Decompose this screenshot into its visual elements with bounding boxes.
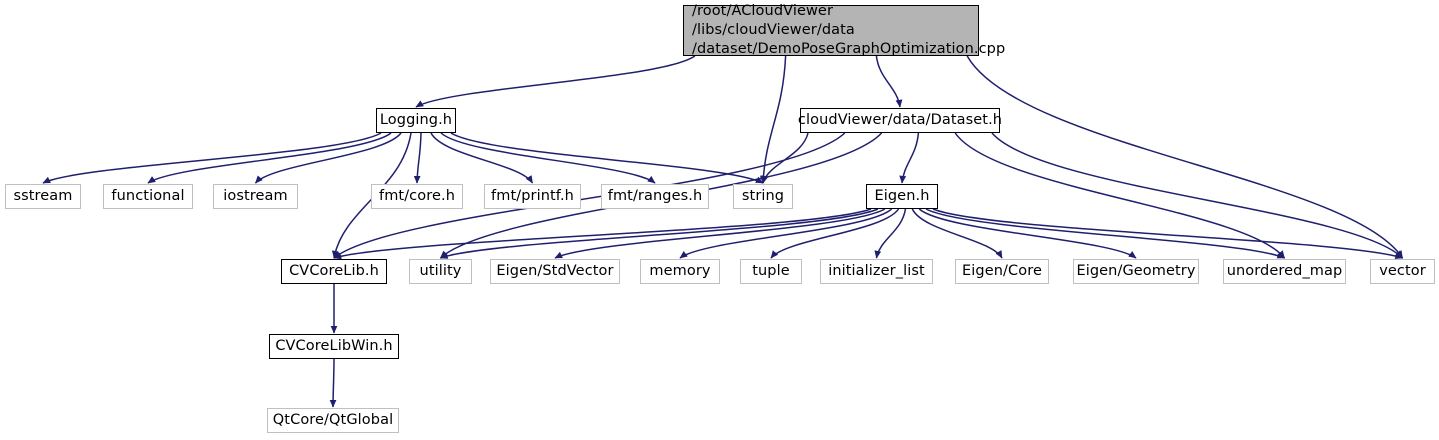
graph-edge-eigenh-to-utility — [439, 208, 879, 259]
graph-node-unorderedmap[interactable]: unordered_map — [1223, 259, 1346, 284]
graph-edge-eigenh-to-memory — [679, 208, 893, 259]
graph-edge-eigenh-to-vector — [932, 208, 1404, 259]
graph-node-iostream[interactable]: iostream — [213, 184, 298, 209]
graph-node-vector[interactable]: vector — [1370, 259, 1435, 284]
graph-node-cvcorelib[interactable]: CVCoreLib.h — [281, 259, 387, 284]
graph-edge-logging-to-fmtranges — [440, 132, 656, 184]
graph-edge-eigenh-to-unorderedmap — [925, 208, 1286, 259]
graph-node-qtglobal[interactable]: QtCore/QtGlobal — [267, 408, 399, 433]
graph-edge-dataset-to-vector — [991, 132, 1404, 259]
graph-node-root[interactable]: /root/ACloudViewer /libs/cloudViewer/dat… — [683, 3, 1005, 57]
graph-edge-eigenh-to-eigenstdvector — [554, 208, 886, 259]
graph-node-sstream[interactable]: sstream — [5, 184, 81, 209]
graph-node-tuple[interactable]: tuple — [740, 259, 802, 284]
graph-node-cvcorelibwin[interactable]: CVCoreLibWin.h — [269, 334, 399, 359]
graph-edge-logging-to-fmtcore — [413, 132, 422, 184]
graph-edge-logging-to-string — [450, 132, 764, 184]
graph-edge-eigenh-to-eigengeometry — [918, 208, 1137, 259]
graph-edge-logging-to-functional — [147, 132, 392, 184]
graph-node-initializerlist[interactable]: initializer_list — [820, 259, 933, 284]
graph-edge-logging-to-sstream — [42, 132, 382, 184]
graph-node-memory[interactable]: memory — [640, 259, 720, 284]
graph-edge-root-to-dataset — [875, 55, 903, 108]
graph-edge-dataset-to-unorderedmap — [954, 132, 1286, 259]
graph-edge-eigenh-to-tuple — [770, 208, 900, 259]
graph-node-dataset[interactable]: cloudViewer/data/Dataset.h — [798, 108, 1002, 133]
graph-node-eigengeometry[interactable]: Eigen/Geometry — [1073, 259, 1199, 284]
graph-node-logging[interactable]: Logging.h — [376, 108, 456, 133]
graph-node-eigenstdvector[interactable]: Eigen/StdVector — [490, 259, 620, 284]
graph-node-string[interactable]: string — [733, 184, 793, 209]
graph-edge-eigenh-to-initializerlist — [874, 208, 907, 259]
graph-node-utility[interactable]: utility — [409, 259, 472, 284]
graph-node-fmtranges[interactable]: fmt/ranges.h — [601, 184, 709, 209]
graph-edge-root-to-logging — [415, 55, 696, 108]
graph-edge-dataset-to-eigenh — [899, 132, 920, 184]
graph-edge-eigenh-to-cvcorelib — [333, 208, 872, 260]
graph-edge-logging-to-iostream — [254, 132, 402, 184]
graph-edge-cvcorelibwin-to-qtglobal — [329, 358, 337, 408]
graph-node-functional[interactable]: functional — [103, 184, 193, 209]
graph-node-eigenh[interactable]: Eigen.h — [866, 184, 938, 209]
graph-node-fmtprintf[interactable]: fmt/printf.h — [484, 184, 581, 209]
graph-edge-root-to-vector — [966, 55, 1404, 259]
graph-node-eigencore[interactable]: Eigen/Core — [955, 259, 1049, 284]
graph-edge-logging-to-fmtprintf — [430, 132, 534, 184]
graph-edge-dataset-to-cvcorelib — [333, 132, 846, 259]
graph-edge-eigenh-to-eigencore — [911, 208, 1003, 259]
graph-edge-root-to-string — [759, 55, 787, 184]
graph-node-fmtcore[interactable]: fmt/core.h — [371, 184, 463, 209]
